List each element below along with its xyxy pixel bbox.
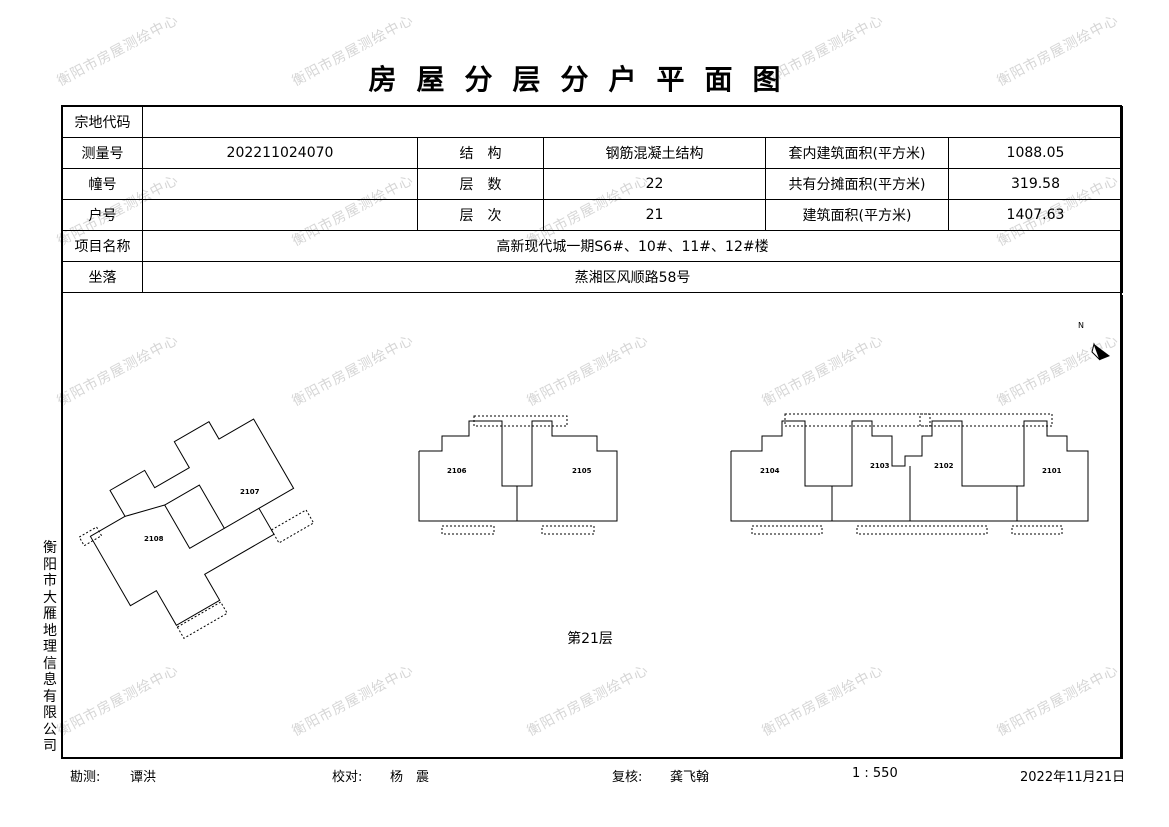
taonei-label: 套内建筑面积(平方米) xyxy=(765,137,949,169)
huhao-label: 户号 xyxy=(62,199,143,231)
taonei-value: 1088.05 xyxy=(947,137,1124,169)
north-arrow-icon: N xyxy=(1078,321,1110,361)
gongyou-value: 319.58 xyxy=(947,168,1124,200)
zongdi-label: 宗地代码 xyxy=(62,106,143,138)
jiegou-label: 结 构 xyxy=(417,137,544,169)
fuhe-label: 复核: xyxy=(612,770,643,785)
kance-value: 谭洪 xyxy=(130,770,157,785)
zongdi-value xyxy=(141,106,1124,138)
rotated-building-plan xyxy=(78,418,315,639)
scale-label: 1 : 550 xyxy=(852,766,898,781)
huhao-value xyxy=(142,199,418,231)
unit-label-2103: 2103 xyxy=(870,462,890,470)
cenci-value: 21 xyxy=(543,199,766,231)
table-row: 幢号 层 数 22 共有分摊面积(平方米) 319.58 xyxy=(62,168,1124,200)
jiegou-value: 钢筋混凝土结构 xyxy=(543,137,766,169)
table-row: 测量号 202211024070 结 构 钢筋混凝土结构 套内建筑面积(平方米)… xyxy=(62,137,1124,169)
unit-label-2102: 2102 xyxy=(934,462,954,470)
celianghao-label: 测量号 xyxy=(62,137,143,169)
censhu-value: 22 xyxy=(543,168,766,200)
date-label: 2022年11月21日 xyxy=(1020,770,1126,785)
zuoluo-label: 坐落 xyxy=(62,261,143,293)
cenci-label: 层 次 xyxy=(417,199,544,231)
north-label: N xyxy=(1078,321,1084,330)
unit-label-2107: 2107 xyxy=(240,488,260,496)
table-row: 坐落 蒸湘区风顺路58号 xyxy=(62,261,1124,293)
table-row: 项目名称 高新现代城一期S6#、10#、11#、12#楼 xyxy=(62,230,1124,262)
zhuanghao-label: 幢号 xyxy=(62,168,143,200)
floor-label: 第21层 xyxy=(567,631,613,647)
jianzhu-value: 1407.63 xyxy=(947,199,1124,231)
unit-label-2101: 2101 xyxy=(1042,467,1062,475)
unit-label-2105: 2105 xyxy=(572,467,592,475)
table-row: 宗地代码 xyxy=(62,106,1124,138)
company-name-vertical: 衡阳市大雁地理信息有限公司 xyxy=(43,540,57,754)
zhuanghao-value xyxy=(142,168,418,200)
celianghao-value: 202211024070 xyxy=(142,137,418,169)
jianzhu-label: 建筑面积(平方米) xyxy=(765,199,949,231)
unit-label-2104: 2104 xyxy=(760,467,780,475)
middle-building-plan xyxy=(418,415,618,535)
fuhe-value: 龚飞翰 xyxy=(670,770,710,785)
table-row: 户号 层 次 21 建筑面积(平方米) 1407.63 xyxy=(62,199,1124,231)
jiaodui-value: 杨 震 xyxy=(390,770,430,785)
censhu-label: 层 数 xyxy=(417,168,544,200)
floor-plan-drawing: 2107 2108 2106 2105 2104 2103 2102 2101 … xyxy=(78,321,1110,639)
unit-label-2106: 2106 xyxy=(447,467,467,475)
info-table: 宗地代码 测量号 202211024070 结 构 钢筋混凝土结构 套内建筑面积… xyxy=(62,106,1124,293)
xiangmu-label: 项目名称 xyxy=(62,230,143,262)
gongyou-label: 共有分摊面积(平方米) xyxy=(765,168,949,200)
page-title: 房屋分层分户平面图 xyxy=(368,63,801,96)
kance-label: 勘测: xyxy=(70,770,101,785)
right-building-plan xyxy=(730,413,1089,535)
jiaodui-label: 校对: xyxy=(332,770,363,785)
xiangmu-value: 高新现代城一期S6#、10#、11#、12#楼 xyxy=(141,230,1124,262)
zuoluo-value: 蒸湘区风顺路58号 xyxy=(141,261,1124,293)
unit-label-2108: 2108 xyxy=(144,535,164,543)
